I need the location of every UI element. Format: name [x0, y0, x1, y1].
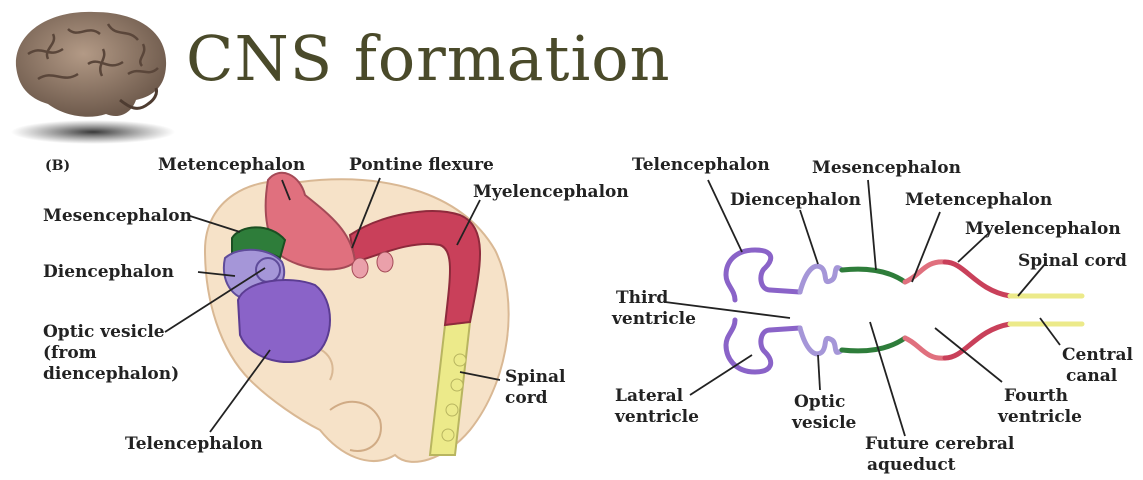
- right-telencephalon-lower: [723, 317, 774, 375]
- label-lateral-ventricle: Lateral ventricle: [615, 386, 699, 427]
- label-metencephalon-left: Metencephalon: [158, 155, 306, 175]
- right-telencephalon-upper: [723, 247, 774, 303]
- label-diencephalon-right: Diencephalon: [730, 190, 861, 210]
- label-central-canal: Central canal: [1062, 345, 1133, 386]
- telencephalon-shape: [236, 279, 331, 364]
- label-myelencephalon-left: Myelencephalon: [473, 182, 629, 202]
- label-optic-vesicle-right: Optic vesicle: [792, 392, 857, 433]
- label-third-ventricle: Third ventricle: [612, 288, 696, 329]
- label-telencephalon-right: Telencephalon: [632, 155, 770, 175]
- label-pontine-flexure: Pontine flexure: [349, 155, 494, 175]
- label-diencephalon-left: Diencephalon: [43, 262, 174, 282]
- label-mesencephalon-left: Mesencephalon: [43, 206, 192, 226]
- label-fourth-ventricle: Fourth ventricle: [998, 386, 1082, 427]
- label-metencephalon-right: Metencephalon: [905, 190, 1053, 210]
- myelencephalon-shape: [348, 210, 481, 327]
- label-optic-vesicle-left: Optic vesicle (from diencephalon): [43, 322, 180, 384]
- label-future-cerebral-aqueduct: Future cerebral aqueduct: [865, 434, 1015, 475]
- label-mesencephalon-right: Mesencephalon: [812, 158, 961, 178]
- label-myelencephalon-right: Myelencephalon: [965, 219, 1121, 239]
- page-title: CNS formation: [186, 22, 671, 95]
- label-spinal-cord-left: Spinal cord: [505, 367, 566, 408]
- panel-label: (B): [45, 158, 71, 174]
- label-telencephalon-left: Telencephalon: [125, 434, 263, 454]
- label-spinal-cord-right: Spinal cord: [1018, 251, 1127, 271]
- brain-icon: [8, 4, 188, 154]
